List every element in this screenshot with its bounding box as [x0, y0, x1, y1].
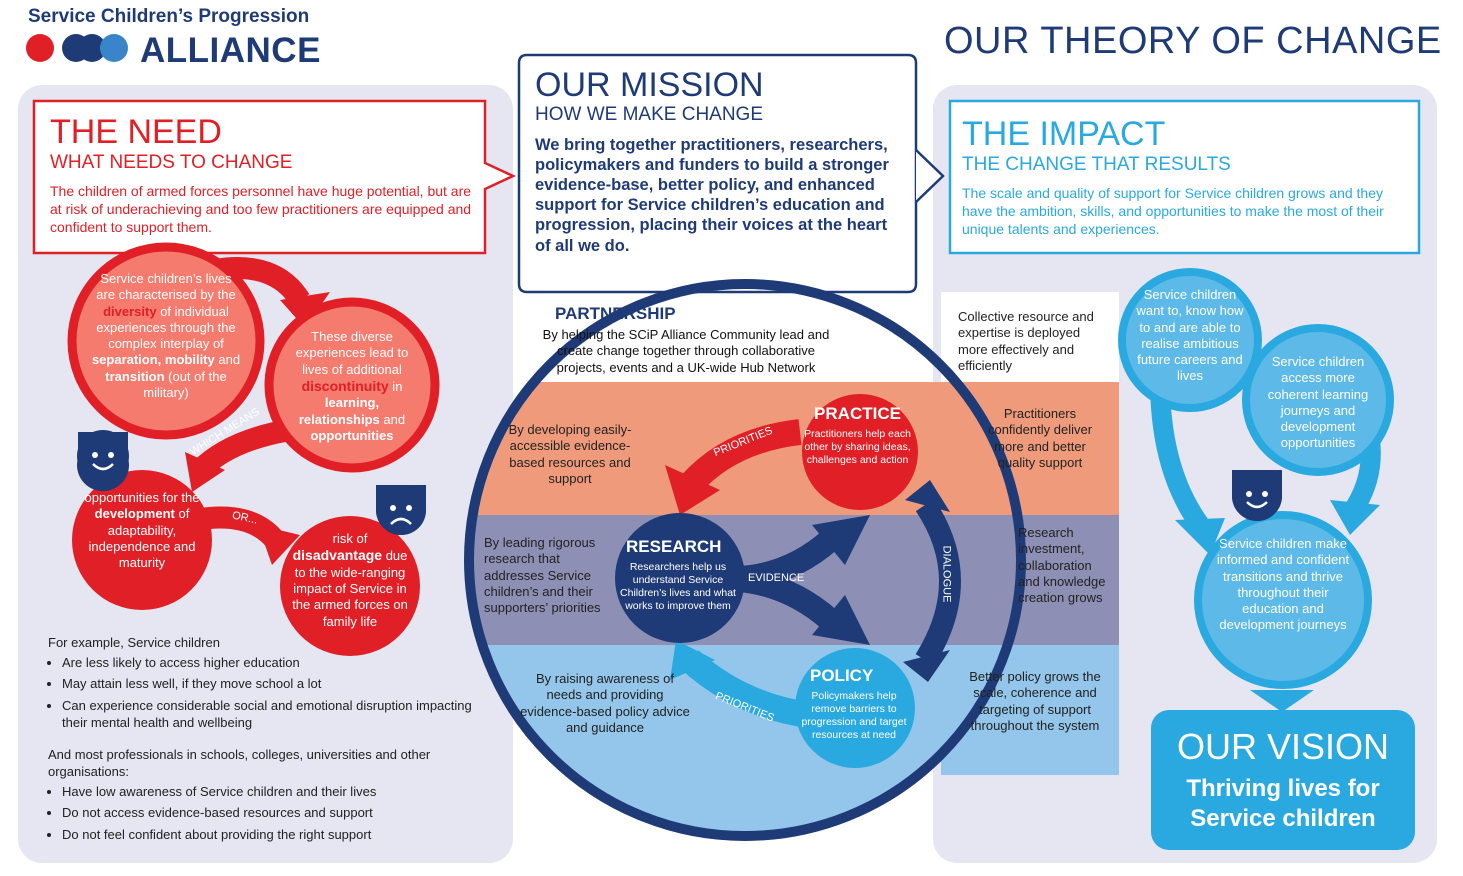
band-right-blue	[941, 645, 1119, 775]
need-circle-discontinuity-text: These diverse experiences lead to lives …	[295, 329, 409, 443]
impact-circle-journeys-text: Service children access more coherent le…	[1267, 354, 1369, 451]
impact-box-outline	[948, 99, 1421, 255]
band-left-purple-text: By leading rigorous research that addres…	[484, 535, 601, 615]
need-box: THE NEED WHAT NEEDS TO CHANGE The childr…	[50, 115, 480, 236]
band-right-white	[941, 292, 1119, 382]
practice-node-text: PRACTICE Practitioners help each other b…	[800, 404, 915, 467]
mission-box: OUR MISSION HOW WE MAKE CHANGE We bring …	[535, 68, 905, 256]
list-item: Have low awareness of Service children a…	[62, 783, 478, 801]
impact-box: THE IMPACT THE CHANGE THAT RESULTS The s…	[962, 117, 1412, 238]
list-item: Do not feel confident about providing th…	[62, 826, 478, 844]
research-node-text: RESEARCH Researchers help us understand …	[618, 537, 738, 614]
need-circle-diversity	[67, 242, 265, 440]
need-circle-opportunities	[72, 470, 212, 610]
need-title: THE NEED	[50, 113, 222, 151]
logo-dot-blue	[100, 34, 128, 62]
need-subtitle: WHAT NEEDS TO CHANGE	[50, 152, 293, 173]
happy-drop-face	[77, 430, 129, 492]
need-circle-disadvantage-text: risk of disadvantage due to the wide-ran…	[292, 531, 408, 629]
examples-list-1: Are less likely to access higher educati…	[48, 654, 478, 732]
impact-body: The scale and quality of support for Ser…	[962, 184, 1384, 238]
band-left-blue-text: By raising awareness of needs and provid…	[520, 671, 690, 735]
impact-circle-transitions-tail	[1250, 690, 1314, 712]
logo-dot-navy-2	[78, 34, 106, 62]
impact-circle-careers-text: Service children want to, know how to an…	[1136, 287, 1244, 384]
practice-title: PRACTICE	[814, 404, 901, 423]
policy-node-text: POLICY Policymakers help remove barriers…	[798, 666, 910, 743]
mission-box-outline	[517, 53, 918, 294]
policy-title: POLICY	[810, 666, 874, 685]
vision-title: OUR VISION	[1176, 726, 1390, 767]
need-circle-opportunities-text: opportunities for the development of ada…	[84, 490, 200, 570]
dialogue-label: DIALOGUE	[940, 545, 953, 603]
band-right-purple-text: Research investment, collaboration and k…	[1018, 525, 1106, 605]
mission-box-arrow	[915, 149, 945, 203]
need-circle-discontinuity	[264, 297, 440, 473]
band-right-top-text: Collective resource and expertise is dep…	[958, 309, 1094, 373]
policy-node	[795, 648, 915, 768]
partnership-body: By helping the SCiP Alliance Community l…	[542, 327, 830, 375]
mission-subtitle: HOW WE MAKE CHANGE	[535, 104, 764, 125]
sad-drop-face	[375, 485, 427, 536]
need-circle-disadvantage	[280, 516, 420, 656]
evidence-arrow-down	[738, 568, 838, 630]
impact-subtitle: THE CHANGE THAT RESULTS	[962, 154, 1231, 175]
list-item: Can experience considerable social and e…	[62, 697, 478, 732]
partnership-circle	[464, 279, 1026, 841]
partnership-title: PARTNERSHIP	[555, 304, 676, 323]
research-title: RESEARCH	[626, 537, 722, 556]
page-title: OUR THEORY OF CHANGE	[944, 20, 1442, 62]
dialogue-arrow	[915, 498, 961, 666]
vision-box	[1151, 710, 1415, 850]
band-right-purple	[941, 515, 1119, 645]
band-right-blue-text: Better policy grows the scale, coherence…	[969, 669, 1101, 733]
evidence-label: EVIDENCE	[748, 572, 805, 584]
vision-body: Thriving lives for Service children	[1186, 775, 1380, 832]
impact-circle-journeys	[1242, 324, 1394, 476]
mission-title: OUR MISSION	[535, 66, 764, 104]
examples-intro-1: For example, Service children	[48, 635, 220, 650]
impact-title: THE IMPACT	[962, 115, 1166, 153]
org-name-word: ALLIANCE	[140, 31, 321, 70]
list-item: Do not access evidence-based resources a…	[62, 804, 478, 822]
band-left-orange-text: By developing easily-accessible evidence…	[508, 422, 632, 486]
practice-body: Practitioners help each other by sharing…	[804, 428, 911, 467]
impact-circle-transitions-text: Service children make informed and confi…	[1216, 536, 1350, 633]
list-item: May attain less well, if they move schoo…	[62, 675, 478, 693]
happy-drop-face-impact	[1232, 470, 1282, 521]
priorities-arrow-top	[680, 419, 802, 494]
research-node	[615, 513, 745, 643]
need-examples: For example, Service children Are less l…	[48, 634, 478, 847]
need-box-outline	[32, 99, 516, 255]
research-body: Researchers help us understand Service C…	[620, 561, 736, 613]
practice-node	[802, 394, 918, 510]
logo-dot-red	[26, 34, 54, 62]
priorities-arrow-bottom	[681, 650, 811, 728]
list-item: Are less likely to access higher educati…	[62, 654, 478, 672]
mission-body: We bring together practitioners, researc…	[535, 135, 889, 255]
examples-intro-2: And most professionals in schools, colle…	[48, 746, 431, 780]
band-right-orange-text: Practitioners confidently deliver more a…	[987, 406, 1093, 470]
need-body: The children of armed forces personnel h…	[50, 182, 472, 236]
examples-list-2: Have low awareness of Service children a…	[48, 783, 478, 844]
vision-text: OUR VISION Thriving lives for Service ch…	[1151, 726, 1415, 834]
impact-circle-transitions	[1194, 511, 1372, 689]
policy-body: Policymakers help remove barriers to pro…	[801, 690, 907, 742]
org-name-line: Service Children’s Progression	[28, 6, 310, 27]
impact-circle-careers	[1118, 268, 1262, 412]
need-circle-diversity-text: Service children’s lives are characteris…	[91, 271, 241, 400]
